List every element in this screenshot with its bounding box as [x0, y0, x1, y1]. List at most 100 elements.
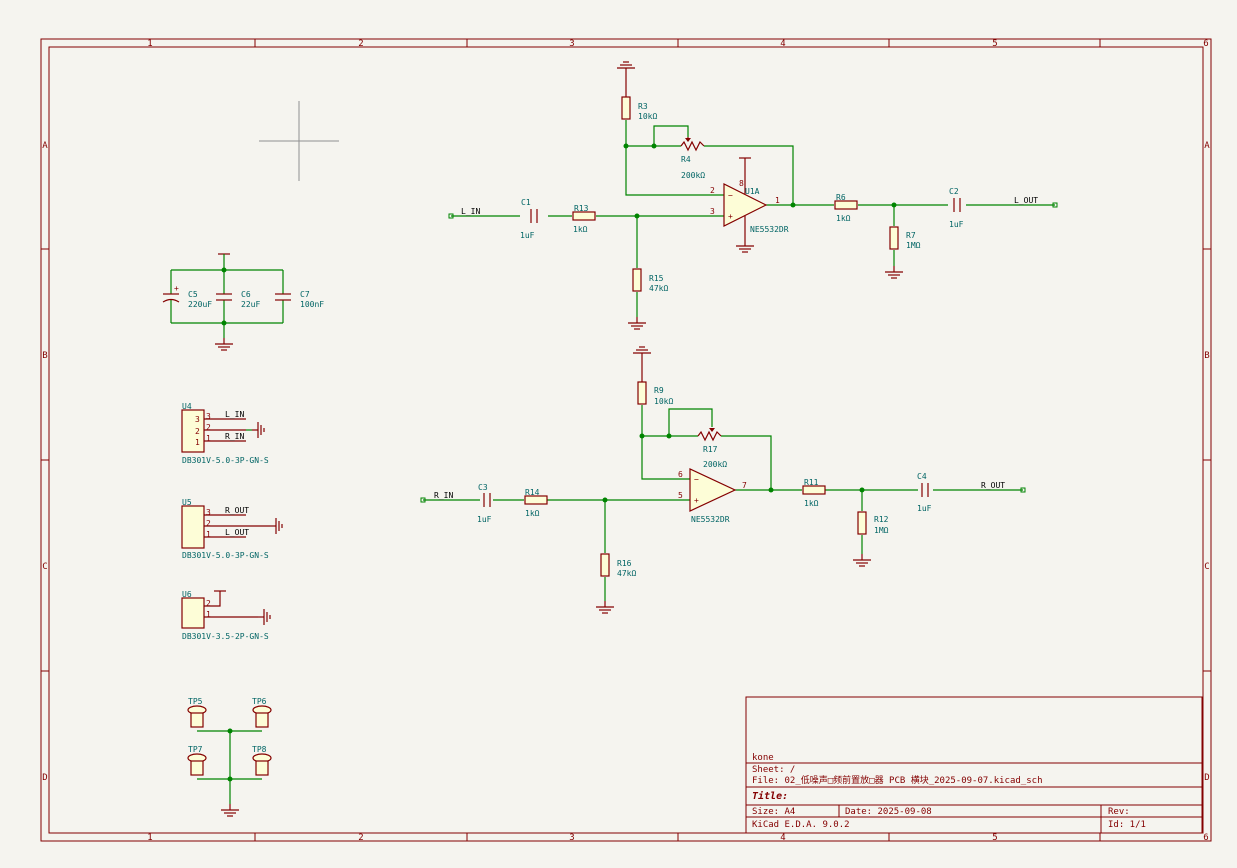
u5-net-l-out: L_OUT: [225, 528, 249, 537]
net-label-r-in: R_IN: [434, 491, 453, 500]
c1-ref: C1: [521, 198, 531, 207]
c7-value: 100nF: [300, 300, 324, 309]
u5-net-r-out: R_OUT: [225, 506, 249, 515]
r12-ref: R12: [874, 515, 889, 524]
resistor-r15[interactable]: R15 47kΩ: [627, 268, 668, 330]
row-label-c: C: [42, 562, 47, 572]
col-label-2: 2: [358, 39, 363, 49]
c3-ref: C3: [478, 483, 488, 492]
tp5-ref: TP5: [188, 697, 203, 706]
testpoint-tp6[interactable]: TP6: [252, 697, 272, 728]
u4-pin1: 1: [195, 438, 200, 447]
r9-ref: R9: [654, 386, 664, 395]
r14-value: 1kΩ: [525, 509, 540, 518]
resistor-r3[interactable]: R3 10kΩ: [616, 61, 657, 121]
frame-col-ticks: [41, 39, 1211, 841]
capacitor-c2[interactable]: C2 1uF: [949, 187, 964, 229]
col-label-3: 3: [569, 39, 574, 49]
resistor-r6[interactable]: R6 1kΩ: [834, 193, 858, 223]
r9-value: 10kΩ: [654, 397, 673, 406]
tp7-ref: TP7: [188, 745, 203, 754]
r13-ref: R13: [574, 204, 589, 213]
capacitor-c1[interactable]: C1 1uF: [520, 198, 538, 240]
u1a-pin-out: 1: [775, 196, 780, 205]
r15-ref: R15: [649, 274, 664, 283]
testpoint-tp5[interactable]: TP5: [187, 697, 207, 728]
u1a-pin-pwr: 8: [739, 179, 744, 188]
r12-value: 1MΩ: [874, 526, 889, 535]
col-label-1: 1: [147, 39, 152, 49]
c2-value: 1uF: [949, 220, 964, 229]
u4-ref: U4: [182, 402, 192, 411]
row-label-b-right: B: [1204, 351, 1209, 361]
tb-title: Title:: [752, 790, 788, 802]
row-label-d: D: [42, 773, 47, 783]
supply-decoupling: + C5 220uF C6 22uF C7 100nF: [162, 253, 324, 351]
resistor-r13[interactable]: R13 1kΩ: [572, 204, 596, 234]
connector-u5[interactable]: U5 3 2 1 R_OUT L_OUT DB301V-5.0-3P-GN-S: [181, 498, 283, 560]
u1a-pin-inv: 2: [710, 186, 715, 195]
r6-ref: R6: [836, 193, 846, 202]
u1a-value: NE5532DR: [750, 225, 789, 234]
potentiometer-r17[interactable]: R17 200kΩ: [697, 428, 727, 469]
resistor-r16[interactable]: R16 47kΩ: [595, 553, 636, 614]
testpoint-tp8[interactable]: TP8: [252, 745, 272, 776]
capacitor-c5[interactable]: + C5 220uF: [162, 284, 212, 309]
c1-value: 1uF: [520, 231, 535, 240]
r3-value: 10kΩ: [638, 112, 657, 121]
capacitor-c7[interactable]: C7 100nF: [275, 290, 324, 309]
u6-ref: U6: [182, 590, 192, 599]
c4-value: 1uF: [917, 504, 932, 513]
opamp-u1b[interactable]: − + 6 5 7 NE5532DR: [678, 468, 747, 524]
tb-company: kone: [752, 753, 774, 763]
tb-rev: Rev:: [1108, 807, 1130, 817]
connector-u4[interactable]: U4 3 2 1 321 L_IN R_IN DB301V-5.0-3P-GN-…: [181, 402, 269, 465]
r6-value: 1kΩ: [836, 214, 851, 223]
crosshair-cursor: [259, 101, 339, 181]
resistor-r7[interactable]: R7 1MΩ: [884, 226, 921, 279]
col-label-2-bottom: 2: [358, 833, 363, 843]
title-block: kone Sheet: / File: 02_低噪声□频前置放□器 PCB 横块…: [745, 696, 1203, 834]
row-label-d-right: D: [1204, 773, 1209, 783]
potentiometer-r4[interactable]: R4 200kΩ: [680, 137, 705, 180]
r16-ref: R16: [617, 559, 632, 568]
resistor-r11[interactable]: R11 1kΩ: [802, 478, 826, 508]
svg-text:1: 1: [206, 434, 211, 443]
u6-part: DB301V-3.5-2P-GN-S: [182, 632, 269, 641]
c4-ref: C4: [917, 472, 927, 481]
row-label-c-right: C: [1204, 562, 1209, 572]
net-label-l-in: L_IN: [461, 207, 480, 216]
r15-value: 47kΩ: [649, 284, 668, 293]
svg-text:−: −: [694, 475, 699, 484]
u1a-ref: U1A: [745, 187, 760, 196]
tb-file: File: 02_低噪声□频前置放□器 PCB 横块_2025-09-07.ki…: [752, 774, 1042, 786]
resistor-r14[interactable]: R14 1kΩ: [524, 488, 548, 518]
testpoint-tp7[interactable]: TP7: [187, 745, 207, 776]
u4-part: DB301V-5.0-3P-GN-S: [182, 456, 269, 465]
svg-text:+: +: [174, 284, 179, 293]
net-label-l-out: L_OUT: [1014, 196, 1038, 205]
connector-u6[interactable]: U6 2 1 DB301V-3.5-2P-GN-S: [181, 590, 271, 641]
svg-text:−: −: [728, 191, 733, 200]
svg-text:+: +: [694, 496, 699, 505]
svg-text:2: 2: [206, 423, 211, 432]
resistor-r12[interactable]: R12 1MΩ: [852, 511, 889, 567]
u5-pin2: 2: [206, 519, 211, 528]
r17-value: 200kΩ: [703, 460, 727, 469]
svg-text:3: 3: [206, 412, 211, 421]
col-label-3-bottom: 3: [569, 833, 574, 843]
capacitor-c4[interactable]: C4 1uF: [917, 472, 932, 513]
r7-ref: R7: [906, 231, 916, 240]
u1b-pin-inv: 6: [678, 470, 683, 479]
capacitor-c3[interactable]: C3 1uF: [477, 483, 492, 524]
opamp-u1a[interactable]: − + 2 3 1 8 U1A NE5532DR: [710, 157, 789, 253]
r4-value: 200kΩ: [681, 171, 705, 180]
tb-size: Size: A4: [752, 807, 795, 817]
u1a-pin-non: 3: [710, 207, 715, 216]
capacitor-c6[interactable]: C6 22uF: [216, 290, 260, 309]
resistor-r9[interactable]: R9 10kΩ: [632, 346, 673, 406]
tb-id: Id: 1/1: [1108, 820, 1146, 830]
row-label-a: A: [42, 141, 48, 151]
u4-net-l-in: L_IN: [225, 410, 244, 419]
